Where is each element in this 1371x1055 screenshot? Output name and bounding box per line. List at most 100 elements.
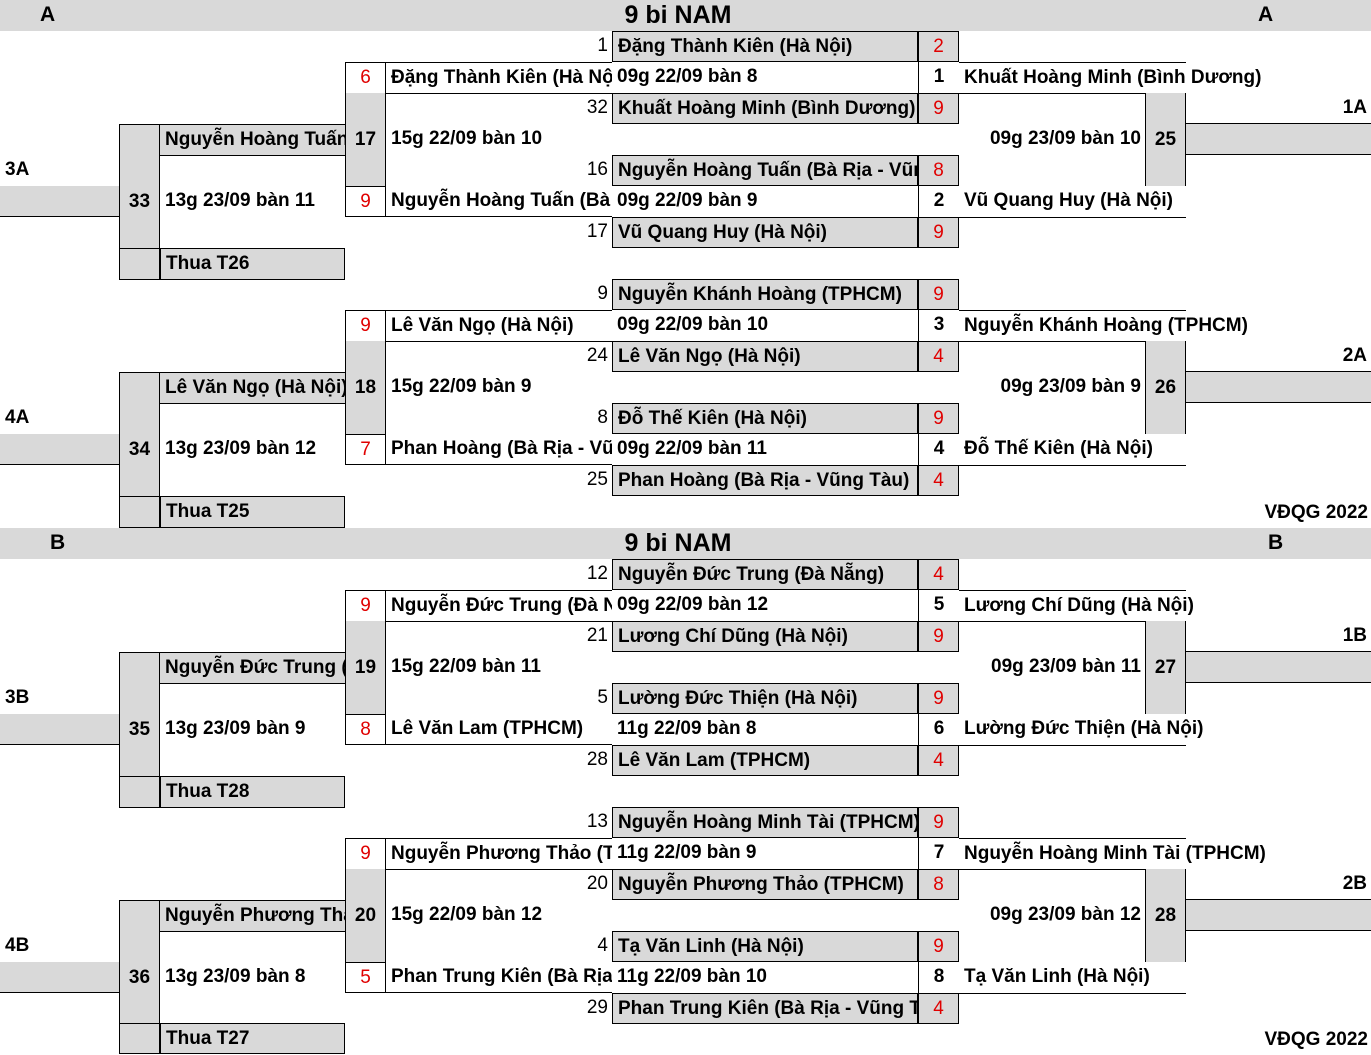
qualify-label: 1A — [1186, 93, 1371, 124]
third-result-slot — [0, 714, 119, 745]
player-slot: Phan Hoàng (Bà Rịa - Vũng Tàu) — [612, 465, 918, 496]
section-b-left-letter: B — [50, 531, 66, 554]
section-a-header-bar — [0, 0, 1371, 31]
loser-score: 8 — [345, 714, 386, 745]
seed-number: 12 — [586, 563, 608, 584]
third-top-slot: Nguyễn Hoàng Tuấn (Bà Rịa - Vũng Tàu) — [160, 124, 345, 156]
winner-slot: Lường Đức Thiện (Hà Nội) — [959, 714, 1203, 746]
third-bottom-slot: Thua T26 — [160, 248, 345, 280]
third-match-number: 33 — [119, 155, 160, 248]
third-match-number: 36 — [119, 931, 160, 1024]
loser-slot: Đặng Thành Kiên (Hà Nội) — [386, 62, 612, 94]
player-slot: Phan Trung Kiên (Bà Rịa - Vũng Tàu) — [612, 993, 918, 1024]
score: 4 — [918, 465, 959, 496]
qualify-slot — [1186, 372, 1371, 403]
loser-slot: Nguyễn Phương Thảo (TPHCM) — [386, 838, 612, 870]
loser-score: 7 — [345, 434, 386, 465]
match-time: 09g 22/09 bàn 11 — [617, 438, 767, 459]
match-number: 8 — [918, 962, 959, 993]
seed-number: 8 — [597, 407, 608, 428]
score: 8 — [918, 155, 959, 186]
lose-match-time: 15g 22/09 bàn 12 — [391, 904, 543, 925]
match-time: 11g 22/09 bàn 8 — [617, 718, 757, 739]
qualify-label: 1B — [1186, 621, 1371, 652]
player-slot: Lương Chí Dũng (Hà Nội) — [612, 621, 918, 652]
score: 9 — [918, 931, 959, 962]
lose-match-number: 18 — [345, 341, 386, 434]
match-time: 11g 22/09 bàn 10 — [617, 966, 767, 987]
seed-number: 20 — [586, 873, 608, 894]
loser-slot: Lê Văn Lam (TPHCM) — [386, 714, 612, 745]
section-b-header-bar — [0, 528, 1371, 559]
winner-slot: Nguyễn Hoàng Minh Tài (TPHCM) — [959, 838, 1266, 870]
player-slot: Nguyễn Hoàng Tuấn (Bà Rịa - Vũng Tàu) — [612, 155, 918, 186]
match-time: 09g 22/09 bàn 8 — [617, 66, 758, 87]
score: 9 — [918, 217, 959, 248]
lose-match-number: 17 — [345, 93, 386, 186]
match-number: 3 — [918, 310, 959, 341]
third-match-time: 13g 23/09 bàn 8 — [165, 966, 306, 987]
seed-number: 24 — [586, 345, 608, 366]
player-slot: Lường Đức Thiện (Hà Nội) — [612, 683, 918, 714]
loser-score: 9 — [345, 838, 386, 870]
match-number: 1 — [918, 62, 959, 93]
seed-number: 13 — [586, 811, 608, 832]
winner-slot: Nguyễn Khánh Hoàng (TPHCM) — [959, 310, 1248, 342]
seed-number: 29 — [586, 997, 608, 1018]
win-match-number: 27 — [1145, 621, 1186, 714]
section-b-title: 9 bi NAM — [624, 529, 732, 557]
player-slot: Lê Văn Lam (TPHCM) — [612, 745, 918, 776]
match-time: 09g 22/09 bàn 9 — [617, 190, 758, 211]
player-slot: Khuất Hoàng Minh (Bình Dương) — [612, 93, 918, 124]
winner-slot: Lương Chí Dũng (Hà Nội) — [959, 590, 1194, 622]
score: 9 — [918, 403, 959, 434]
third-bottom-slot: Thua T25 — [160, 496, 345, 528]
third-bottom-left — [119, 248, 160, 280]
player-slot: Nguyễn Hoàng Minh Tài (TPHCM) — [612, 807, 918, 838]
match-number: 4 — [918, 434, 959, 465]
third-label: 3B — [0, 683, 119, 715]
third-bottom-left — [119, 776, 160, 808]
third-result-slot — [0, 186, 119, 217]
score: 9 — [918, 683, 959, 714]
player-slot: Nguyễn Khánh Hoàng (TPHCM) — [612, 279, 918, 310]
third-match-time: 13g 23/09 bàn 11 — [165, 190, 315, 211]
third-label: 4A — [0, 403, 119, 435]
loser-score: 9 — [345, 310, 386, 342]
match-number: 5 — [918, 590, 959, 621]
third-top-left — [119, 372, 160, 404]
player-slot: Nguyễn Đức Trung (Đà Nẵng) — [612, 559, 918, 590]
match-time: 09g 22/09 bàn 10 — [617, 314, 769, 335]
player-slot: Vũ Quang Huy (Hà Nội) — [612, 217, 918, 248]
score: 4 — [918, 341, 959, 372]
lose-match-time: 15g 22/09 bàn 9 — [391, 376, 532, 397]
section-a-footer: VĐQG 2022 — [1264, 502, 1369, 523]
third-bottom-slot: Thua T28 — [160, 776, 345, 808]
seed-number: 17 — [586, 221, 608, 242]
seed-number: 28 — [586, 749, 608, 770]
win-match-time: 09g 23/09 bàn 11 — [991, 656, 1141, 677]
win-match-number: 28 — [1145, 869, 1186, 962]
win-match-time: 09g 23/09 bàn 10 — [989, 128, 1141, 149]
win-match-time: 09g 23/09 bàn 9 — [1000, 376, 1141, 397]
third-top-slot: Nguyễn Phương Thảo (TPHCM) — [160, 900, 345, 932]
loser-score: 9 — [345, 590, 386, 622]
third-result-slot — [0, 962, 119, 993]
loser-slot: Lê Văn Ngọ (Hà Nội) — [386, 310, 612, 342]
section-b-right-letter: B — [1268, 531, 1284, 554]
third-top-left — [119, 124, 160, 156]
qualify-label: 2B — [1186, 869, 1371, 900]
section-a-right-letter: A — [1258, 3, 1274, 26]
score: 9 — [918, 279, 959, 310]
seed-number: 9 — [597, 283, 608, 304]
section-a-title: 9 bi NAM — [624, 1, 732, 29]
third-bottom-left — [119, 1023, 160, 1054]
score: 2 — [918, 31, 959, 62]
third-top-slot: Lê Văn Ngọ (Hà Nội) — [160, 372, 345, 404]
score: 9 — [918, 621, 959, 652]
win-match-number: 26 — [1145, 341, 1186, 434]
third-top-left — [119, 652, 160, 684]
third-match-number: 35 — [119, 683, 160, 776]
winner-slot: Đỗ Thế Kiên (Hà Nội) — [959, 434, 1186, 466]
score: 9 — [918, 93, 959, 124]
